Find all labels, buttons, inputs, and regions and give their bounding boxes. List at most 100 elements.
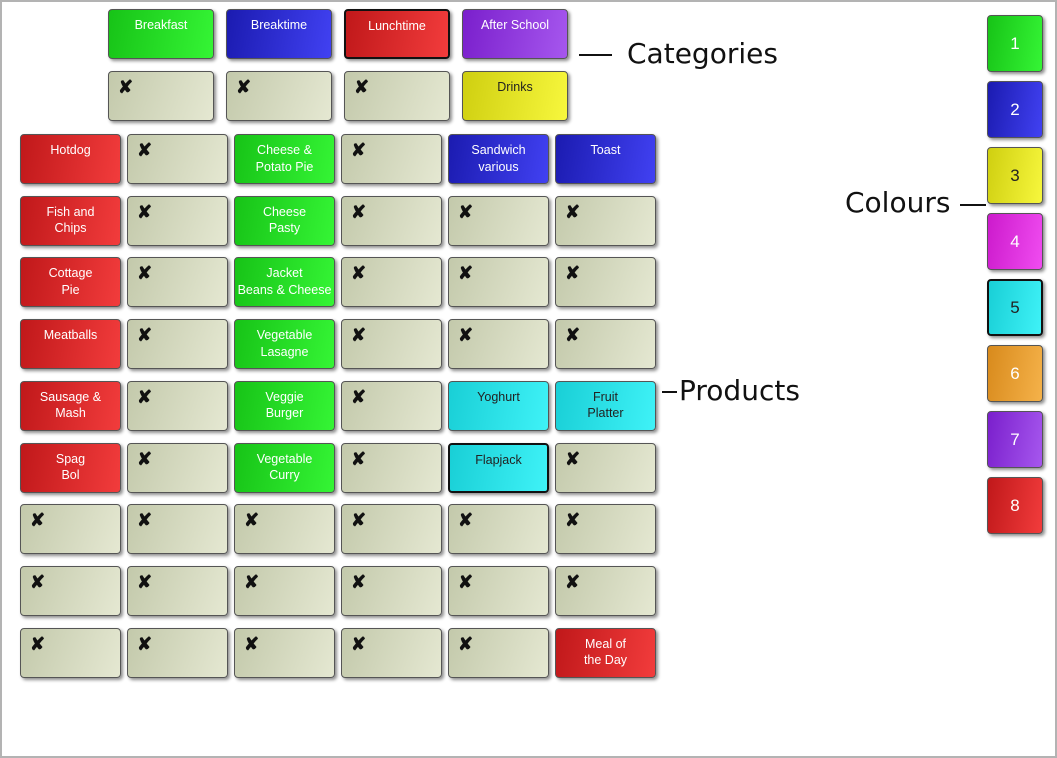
product-sausage-mash[interactable]: Sausage &Mash bbox=[20, 380, 121, 431]
colour-swatch-7[interactable]: 7 bbox=[987, 411, 1043, 468]
colour-swatch-5[interactable]: 5 bbox=[987, 279, 1043, 336]
product-empty-slot[interactable]: ✘ bbox=[448, 257, 549, 308]
product-empty-slot[interactable]: ✘ bbox=[555, 565, 656, 616]
category-drinks[interactable]: Drinks bbox=[462, 71, 568, 121]
product-toast[interactable]: Toast bbox=[555, 134, 656, 184]
product-empty-slot[interactable]: ✘ bbox=[448, 319, 549, 370]
empty-slot-icon: ✘ bbox=[236, 77, 252, 97]
product-flapjack[interactable]: Flapjack bbox=[448, 442, 549, 493]
empty-slot-icon: ✘ bbox=[244, 510, 260, 531]
product-empty-slot[interactable]: ✘ bbox=[127, 504, 228, 555]
product-hotdog[interactable]: Hotdog bbox=[20, 134, 121, 184]
colour-swatch-2[interactable]: 2 bbox=[987, 81, 1043, 138]
category-lunchtime[interactable]: Lunchtime bbox=[344, 9, 450, 59]
product-empty-slot[interactable]: ✘ bbox=[127, 380, 228, 431]
colour-swatch-4[interactable]: 4 bbox=[987, 213, 1043, 270]
empty-slot-icon: ✘ bbox=[565, 510, 581, 531]
empty-slot-icon: ✘ bbox=[354, 77, 370, 97]
colour-swatch-label: 5 bbox=[1010, 297, 1020, 317]
product-empty-slot[interactable]: ✘ bbox=[555, 257, 656, 308]
colour-swatch-3[interactable]: 3 bbox=[987, 147, 1043, 204]
colour-swatch-6[interactable]: 6 bbox=[987, 345, 1043, 402]
colour-swatch-label: 2 bbox=[1010, 99, 1020, 119]
product-empty-slot[interactable]: ✘ bbox=[127, 565, 228, 616]
empty-slot-icon: ✘ bbox=[137, 510, 153, 531]
product-empty-slot[interactable]: ✘ bbox=[448, 504, 549, 555]
empty-slot-icon: ✘ bbox=[351, 325, 367, 346]
category-empty-slot[interactable]: ✘ bbox=[226, 71, 332, 121]
empty-slot-icon: ✘ bbox=[137, 140, 153, 160]
category-empty-slot[interactable]: ✘ bbox=[108, 71, 214, 121]
product-label: Toast bbox=[590, 143, 621, 157]
product-meatballs[interactable]: Meatballs bbox=[20, 319, 121, 370]
product-empty-slot[interactable]: ✘ bbox=[234, 627, 335, 678]
colours-callout-line bbox=[960, 204, 986, 206]
product-empty-slot[interactable]: ✘ bbox=[341, 565, 442, 616]
category-label: Breakfast bbox=[134, 18, 188, 32]
product-empty-slot[interactable]: ✘ bbox=[341, 319, 442, 370]
colour-swatch-1[interactable]: 1 bbox=[987, 15, 1043, 72]
category-breaktime[interactable]: Breaktime bbox=[226, 9, 332, 59]
product-empty-slot[interactable]: ✘ bbox=[127, 442, 228, 493]
product-empty-slot[interactable]: ✘ bbox=[341, 380, 442, 431]
product-empty-slot[interactable]: ✘ bbox=[448, 627, 549, 678]
product-empty-slot[interactable]: ✘ bbox=[555, 504, 656, 555]
product-empty-slot[interactable]: ✘ bbox=[127, 319, 228, 370]
product-empty-slot[interactable]: ✘ bbox=[20, 504, 121, 555]
product-empty-slot[interactable]: ✘ bbox=[127, 627, 228, 678]
empty-slot-icon: ✘ bbox=[118, 77, 134, 97]
product-empty-slot[interactable]: ✘ bbox=[234, 504, 335, 555]
category-label: After School bbox=[480, 18, 550, 32]
product-label: Meatballs bbox=[43, 328, 98, 343]
product-empty-slot[interactable]: ✘ bbox=[341, 195, 442, 246]
product-label: Cheese &Potato Pie bbox=[255, 143, 314, 174]
category-empty-slot[interactable]: ✘ bbox=[344, 71, 450, 121]
product-empty-slot[interactable]: ✘ bbox=[341, 504, 442, 555]
product-empty-slot[interactable]: ✘ bbox=[127, 195, 228, 246]
product-empty-slot[interactable]: ✘ bbox=[234, 565, 335, 616]
empty-slot-icon: ✘ bbox=[137, 325, 153, 346]
product-empty-slot[interactable]: ✘ bbox=[448, 565, 549, 616]
product-cheese-potato-pie[interactable]: Cheese &Potato Pie bbox=[234, 134, 335, 184]
empty-slot-icon: ✘ bbox=[351, 510, 367, 531]
product-empty-slot[interactable]: ✘ bbox=[341, 257, 442, 308]
product-empty-slot[interactable]: ✘ bbox=[555, 319, 656, 370]
product-empty-slot[interactable]: ✘ bbox=[341, 134, 442, 184]
colour-swatch-8[interactable]: 8 bbox=[987, 477, 1043, 534]
category-after-school[interactable]: After School bbox=[462, 9, 568, 59]
empty-slot-icon: ✘ bbox=[137, 633, 153, 654]
product-empty-slot[interactable]: ✘ bbox=[341, 442, 442, 493]
product-empty-slot[interactable]: ✘ bbox=[555, 442, 656, 493]
product-empty-slot[interactable]: ✘ bbox=[555, 195, 656, 246]
empty-slot-icon: ✘ bbox=[351, 571, 367, 592]
product-empty-slot[interactable]: ✘ bbox=[20, 565, 121, 616]
colour-swatch-label: 3 bbox=[1010, 165, 1020, 185]
empty-slot-icon: ✘ bbox=[351, 448, 367, 469]
category-breakfast[interactable]: Breakfast bbox=[108, 9, 214, 59]
product-label: Sausage &Mash bbox=[39, 389, 102, 421]
categories-callout-line bbox=[579, 54, 612, 56]
product-empty-slot[interactable]: ✘ bbox=[20, 627, 121, 678]
product-empty-slot[interactable]: ✘ bbox=[448, 195, 549, 246]
empty-slot-icon: ✘ bbox=[565, 571, 581, 592]
empty-slot-icon: ✘ bbox=[565, 201, 581, 222]
colour-swatch-label: 4 bbox=[1010, 231, 1020, 251]
product-empty-slot[interactable]: ✘ bbox=[127, 257, 228, 308]
product-empty-slot[interactable]: ✘ bbox=[127, 134, 228, 184]
product-yoghurt[interactable]: Yoghurt bbox=[448, 380, 549, 431]
product-empty-slot[interactable]: ✘ bbox=[341, 627, 442, 678]
